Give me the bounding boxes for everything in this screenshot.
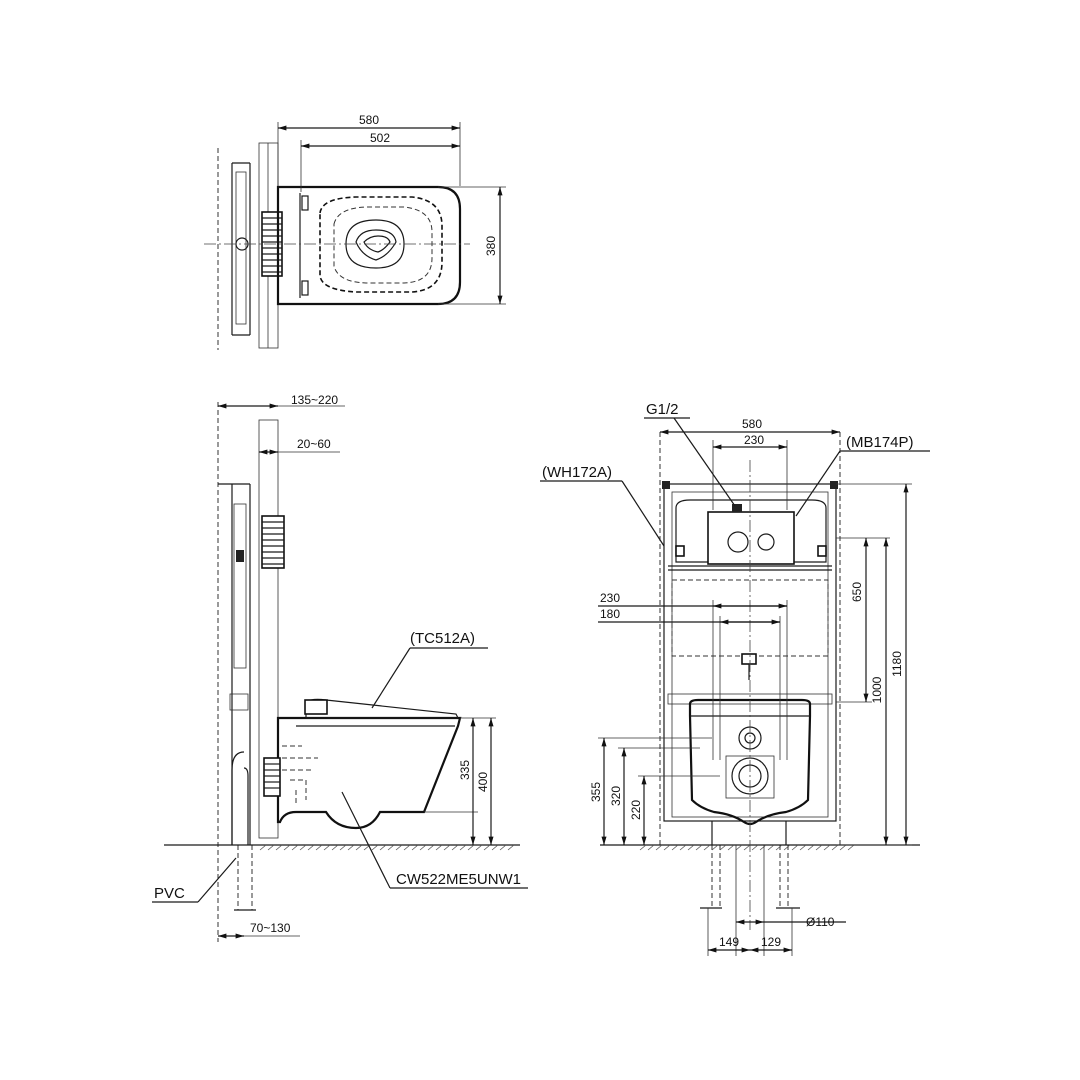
- front-cistern: [675, 499, 827, 563]
- front-dim-230-top: 230: [744, 433, 764, 447]
- label-inlet-g12: G1/2: [646, 401, 679, 418]
- side-dim-20-60: 20~60: [297, 437, 331, 451]
- front-dim-230-bolts: 230: [600, 591, 620, 605]
- top-dim-580: 580: [359, 113, 379, 127]
- top-dim-380: 380: [484, 236, 498, 256]
- top-dim-502: 502: [370, 131, 390, 145]
- top-view: 580 502 380: [204, 113, 506, 350]
- front-dim-650: 650: [850, 582, 864, 602]
- front-dim-320: 320: [609, 786, 623, 806]
- side-dim-335: 335: [458, 760, 472, 780]
- side-dim-70-130: 70~130: [250, 921, 291, 935]
- front-dim-1000: 1000: [870, 676, 884, 703]
- label-plate-mb174p: (MB174P): [846, 434, 914, 451]
- front-view: 580 230 G1/2 (MB174P) (WH172A) 230 180: [540, 401, 930, 956]
- front-dim-355: 355: [589, 782, 603, 802]
- front-dim-129: 129: [761, 935, 781, 949]
- front-dim-149: 149: [719, 935, 739, 949]
- front-dim-580: 580: [742, 417, 762, 431]
- side-dim-400: 400: [476, 772, 490, 792]
- label-seat-tc512a: (TC512A): [410, 630, 475, 647]
- label-pvc: PVC: [154, 885, 185, 902]
- front-dim-1180: 1180: [890, 651, 904, 677]
- front-bowl-outline: [688, 698, 812, 826]
- front-dim-outlet-110: Ø110: [806, 915, 835, 929]
- label-bowl-cw522: CW522ME5UNW1: [396, 871, 521, 888]
- front-dim-220: 220: [629, 800, 643, 820]
- label-frame-wh172a: (WH172A): [542, 464, 612, 481]
- front-dim-180-bolts: 180: [600, 607, 620, 621]
- side-dim-135-220: 135~220: [291, 393, 338, 407]
- side-bowl-outline: [276, 716, 462, 830]
- side-view: 135~220 20~60 70~130 335 400 (TC512A) CW…: [152, 393, 528, 942]
- side-seat: [305, 698, 459, 719]
